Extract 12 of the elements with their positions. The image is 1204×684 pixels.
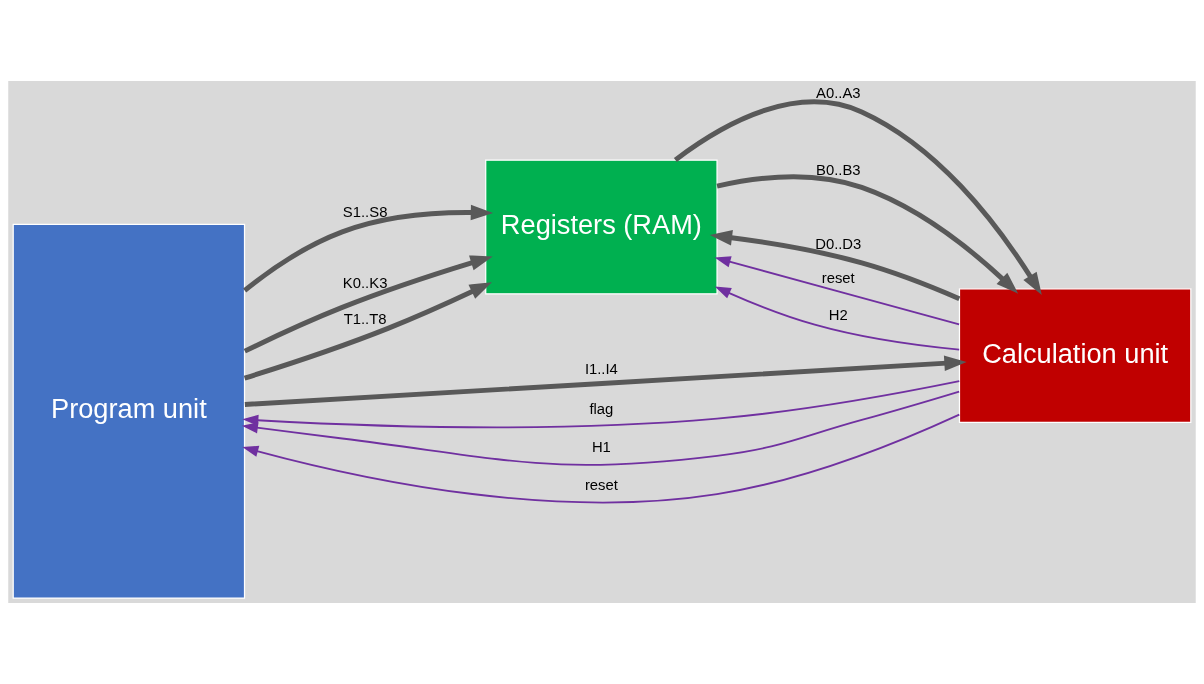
edge-label: H1 bbox=[591, 438, 611, 455]
edge-label: B0..B3 bbox=[816, 161, 861, 178]
edge-label: H2 bbox=[828, 307, 848, 324]
edge-label: flag bbox=[589, 401, 614, 418]
edge-label: I1..I4 bbox=[584, 360, 618, 377]
edge-label: reset bbox=[821, 270, 855, 287]
edge-label: reset bbox=[584, 476, 618, 493]
edge-label: D0..D3 bbox=[815, 235, 862, 252]
edge-label: T1..T8 bbox=[343, 311, 387, 328]
edge-label: A0..A3 bbox=[816, 84, 861, 101]
edge-label: K0..K3 bbox=[342, 275, 388, 292]
edge-label: S1..S8 bbox=[342, 203, 388, 220]
